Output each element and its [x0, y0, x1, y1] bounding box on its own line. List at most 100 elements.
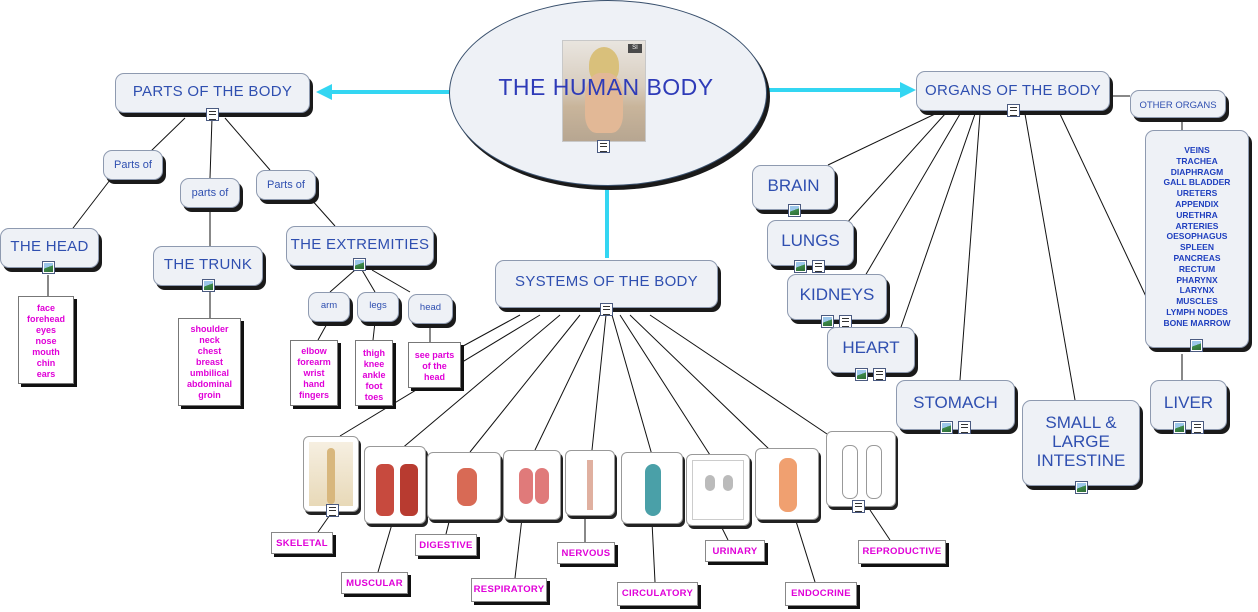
- list-item: PANCREAS: [1173, 252, 1221, 263]
- lungs-note-icon[interactable]: [812, 260, 825, 273]
- nervous-thumbnail[interactable]: [565, 450, 615, 516]
- respiratory-thumbnail[interactable]: [503, 450, 561, 520]
- endocrine-label[interactable]: ENDOCRINE: [785, 582, 857, 606]
- muscular-thumbnail[interactable]: [364, 446, 426, 524]
- intestine-label-line: SMALL &: [1045, 413, 1117, 432]
- trunk-image-icon[interactable]: [202, 279, 215, 292]
- list-item: umbilical: [189, 368, 229, 378]
- muscular-label[interactable]: MUSCULAR: [341, 572, 408, 594]
- small-large-intestine-node[interactable]: SMALL & LARGE INTESTINE: [1022, 400, 1140, 486]
- connector-label: Parts of: [267, 179, 305, 191]
- stomach-image-icon[interactable]: [940, 421, 953, 434]
- parts-of-the-body-label: PARTS OF THE BODY: [132, 83, 293, 100]
- brain-node[interactable]: BRAIN: [752, 165, 835, 210]
- head-image-icon[interactable]: [42, 261, 55, 274]
- kidneys-node[interactable]: KIDNEYS: [787, 274, 887, 320]
- the-extremities-label: THE EXTREMITIES: [290, 236, 430, 253]
- list-item: neck: [199, 335, 220, 345]
- lungs-node[interactable]: LUNGS: [767, 220, 854, 266]
- organs-label: ORGANS OF THE BODY: [925, 82, 1101, 99]
- skeletal-thumbnail[interactable]: [303, 436, 359, 512]
- connector-parts-of-1[interactable]: Parts of: [103, 150, 163, 180]
- skeletal-note-icon[interactable]: [326, 504, 339, 517]
- arm-node[interactable]: arm: [308, 292, 350, 322]
- legs-node[interactable]: legs: [357, 292, 399, 322]
- heart-image-icon[interactable]: [855, 368, 868, 381]
- list-item: forearm: [297, 357, 331, 367]
- digestive-label[interactable]: DIGESTIVE: [415, 534, 477, 556]
- parts-of-the-body-node[interactable]: PARTS OF THE BODY: [115, 73, 310, 113]
- list-item: abdominal: [186, 379, 232, 389]
- reproductive-note-icon[interactable]: [852, 500, 865, 513]
- parts-note-icon[interactable]: [206, 108, 219, 121]
- other-organs-node[interactable]: OTHER ORGANS: [1130, 90, 1226, 118]
- list-item: SPLEEN: [1179, 242, 1214, 253]
- other-organs-list: VEINS TRACHEA DIAPHRAGM GALL BLADDER URE…: [1145, 130, 1249, 348]
- kidneys-image-icon[interactable]: [821, 315, 834, 328]
- systems-note-icon[interactable]: [600, 303, 613, 316]
- systems-label: SYSTEMS OF THE BODY: [515, 273, 698, 290]
- head-parts-list: face forehead eyes nose mouth chin ears: [18, 296, 74, 384]
- list-item: RECTUM: [1178, 263, 1216, 274]
- heart-note-icon[interactable]: [873, 368, 886, 381]
- list-item: PHARYNX: [1176, 274, 1218, 285]
- list-item: DIAPHRAGM: [1170, 166, 1224, 177]
- systems-of-the-body-node[interactable]: SYSTEMS OF THE BODY: [495, 260, 718, 308]
- lungs-label: LUNGS: [781, 231, 840, 250]
- list-item: eyes: [35, 325, 57, 335]
- circulatory-thumbnail[interactable]: [621, 452, 683, 524]
- list-item: thigh: [363, 348, 385, 358]
- connector-parts-of-2[interactable]: parts of: [180, 178, 240, 208]
- intestine-label-line: INTESTINE: [1036, 451, 1126, 470]
- list-item: chest: [197, 346, 222, 356]
- heart-node[interactable]: HEART: [827, 327, 915, 373]
- list-item: shoulder: [190, 324, 229, 334]
- central-note-icon[interactable]: [597, 140, 610, 153]
- list-item: forehead: [26, 314, 65, 324]
- list-item: OESOPHAGUS: [1166, 231, 1228, 242]
- list-item: knee: [363, 359, 385, 369]
- list-item: URETHRA: [1176, 209, 1218, 220]
- urinary-thumbnail[interactable]: [686, 454, 750, 526]
- list-item: elbow: [301, 346, 327, 356]
- liver-image-icon[interactable]: [1173, 421, 1186, 434]
- reproductive-thumbnail[interactable]: [826, 431, 896, 507]
- endocrine-thumbnail[interactable]: [755, 448, 819, 520]
- trunk-parts-list: shoulder neck chest breast umbilical abd…: [178, 318, 241, 406]
- list-item: hand: [303, 379, 325, 389]
- skeletal-label[interactable]: SKELETAL: [271, 532, 333, 554]
- list-item: LYMPH NODES: [1166, 306, 1228, 317]
- liver-label: LIVER: [1163, 393, 1214, 412]
- circulatory-label[interactable]: CIRCULATORY: [617, 582, 698, 606]
- kidneys-label: KIDNEYS: [799, 285, 875, 304]
- brain-image-icon[interactable]: [788, 204, 801, 217]
- other-organs-label: OTHER ORGANS: [1139, 100, 1217, 111]
- intestine-image-icon[interactable]: [1075, 481, 1088, 494]
- liver-node[interactable]: LIVER: [1150, 380, 1227, 430]
- reproductive-label[interactable]: REPRODUCTIVE: [858, 540, 946, 564]
- list-item: URETERS: [1176, 188, 1218, 199]
- list-item: face: [36, 303, 55, 313]
- nervous-label[interactable]: NERVOUS: [557, 542, 615, 564]
- connector-parts-of-3[interactable]: Parts of: [256, 170, 316, 200]
- stomach-note-icon[interactable]: [958, 421, 971, 434]
- brain-label: BRAIN: [767, 176, 820, 195]
- stomach-node[interactable]: STOMACH: [896, 380, 1015, 430]
- list-item: fingers: [298, 390, 329, 400]
- head-sub-node[interactable]: head: [408, 294, 453, 324]
- list-item: BONE MARROW: [1163, 317, 1231, 328]
- lungs-image-icon[interactable]: [794, 260, 807, 273]
- liver-note-icon[interactable]: [1191, 421, 1204, 434]
- digestive-thumbnail[interactable]: [427, 452, 501, 520]
- list-item: ears: [36, 369, 56, 379]
- urinary-label[interactable]: URINARY: [705, 540, 765, 562]
- main-title: THE HUMAN BODY: [498, 74, 714, 100]
- connector-label: parts of: [191, 187, 229, 199]
- list-item: VEINS: [1184, 145, 1210, 155]
- other-organs-image-icon[interactable]: [1190, 339, 1203, 352]
- legs-label: legs: [369, 300, 387, 311]
- extremities-image-icon[interactable]: [353, 258, 366, 271]
- list-item: mouth: [32, 347, 60, 357]
- organs-note-icon[interactable]: [1007, 104, 1020, 117]
- respiratory-label[interactable]: RESPIRATORY: [471, 578, 547, 602]
